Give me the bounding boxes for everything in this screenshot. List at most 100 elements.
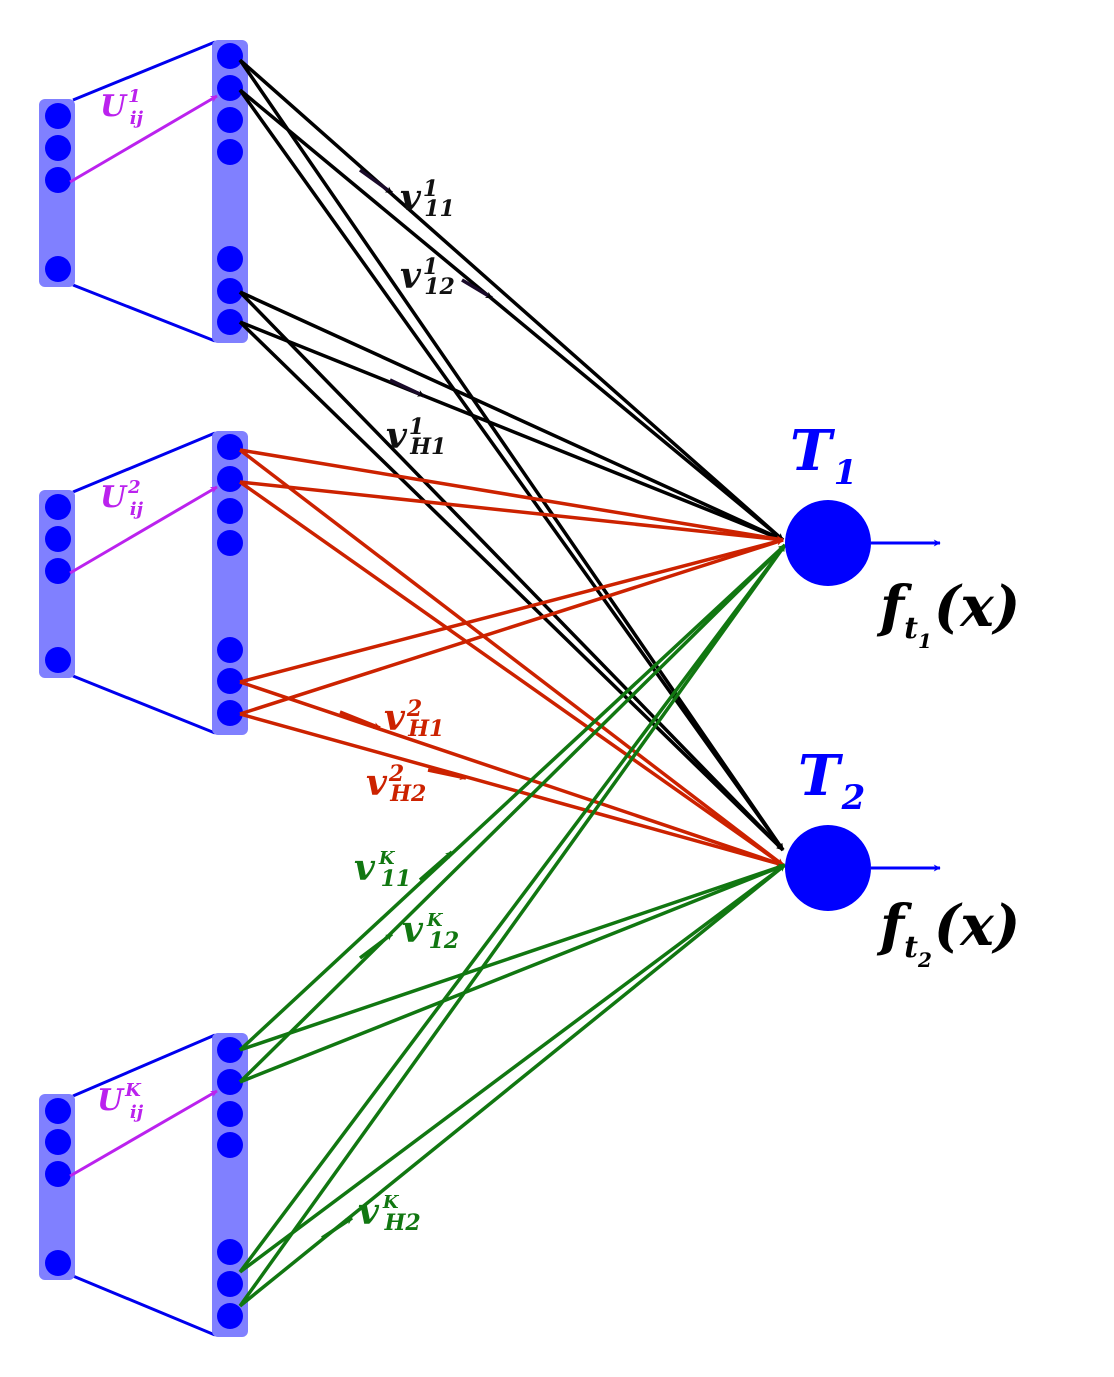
connection-edge [238, 88, 785, 542]
block-1-connections [238, 58, 785, 852]
connection-edge [238, 543, 787, 1084]
block-K-connections [238, 543, 787, 1308]
connection-edge [239, 480, 784, 543]
connection-edge [239, 712, 784, 867]
input-node [45, 1129, 71, 1155]
connection-edge [239, 680, 784, 867]
frame-line [72, 283, 216, 343]
block-2-midpoint-arrows [339, 710, 467, 781]
hidden-node [217, 309, 243, 335]
hidden-node [217, 700, 243, 726]
hidden-node [217, 1132, 243, 1158]
hidden-node [217, 668, 243, 694]
hidden-node [217, 278, 243, 304]
input-node [45, 256, 71, 282]
inner-weight-arrow [69, 94, 218, 184]
connection-edge [238, 320, 785, 852]
hidden-node [217, 466, 243, 492]
edge-direction-arrow [461, 278, 493, 300]
hidden-node [217, 107, 243, 133]
edge-direction-arrow [389, 378, 425, 398]
hidden-node [217, 1303, 243, 1329]
connection-edge [238, 290, 785, 852]
hidden-node [217, 1271, 243, 1297]
input-node [45, 1098, 71, 1124]
block-2-connections [238, 448, 785, 867]
hidden-node [217, 1239, 243, 1265]
task-label: T1 [790, 418, 857, 493]
connection-edge [239, 538, 784, 716]
edge-direction-arrow [358, 168, 394, 195]
frame-line [72, 1033, 216, 1098]
task-node-T1: T1 ft1(x) [785, 418, 1020, 653]
connection-edge [238, 543, 787, 1308]
connection-edge [238, 59, 785, 851]
input-node [45, 167, 71, 193]
task-label: T2 [798, 743, 865, 818]
frame-line [72, 40, 216, 102]
frame-line [72, 674, 216, 735]
inner-weight-arrow [69, 1089, 218, 1178]
task-output-node [785, 825, 871, 911]
hidden-node [217, 75, 243, 101]
hidden-node [217, 637, 243, 663]
edge-direction-arrow [321, 1216, 353, 1240]
hidden-node [217, 43, 243, 69]
input-node [45, 647, 71, 673]
connection-edge [239, 863, 786, 1084]
connection-edge [239, 863, 786, 1052]
input-node [45, 103, 71, 129]
frame-line [72, 431, 216, 494]
connection-edge [238, 448, 785, 867]
task-output-node [785, 500, 871, 586]
connection-edge [238, 58, 785, 542]
input-node [45, 1161, 71, 1187]
input-node [45, 494, 71, 520]
connection-edge [239, 538, 784, 684]
hidden-node [217, 139, 243, 165]
input-node [45, 526, 71, 552]
block-1-midpoint-arrows [358, 168, 493, 398]
input-node [45, 135, 71, 161]
hidden-node [217, 434, 243, 460]
connection-edge [238, 863, 787, 1274]
hidden-node [217, 1037, 243, 1063]
task-node-T2: T2 ft2(x) [785, 743, 1020, 972]
block-K-midpoint-arrows [321, 850, 454, 1240]
connection-edge [238, 543, 787, 1274]
inner-weight-arrow [69, 485, 218, 575]
connection-edge [238, 543, 787, 1052]
connection-edge [238, 863, 787, 1308]
task-output-label: ft1(x) [876, 574, 1020, 653]
edge-direction-arrow [418, 850, 454, 882]
connection-edge [238, 88, 785, 852]
connection-edge [238, 480, 785, 867]
connection-edge [239, 290, 784, 542]
hidden-node [217, 246, 243, 272]
edge-direction-arrow [358, 932, 394, 960]
hidden-node [217, 530, 243, 556]
edge-direction-arrow [339, 710, 381, 730]
frame-line [72, 1274, 216, 1337]
input-node [45, 1250, 71, 1276]
connection-edge [239, 448, 784, 543]
hidden-node [217, 498, 243, 524]
hidden-node [217, 1069, 243, 1095]
input-node [45, 558, 71, 584]
task-output-label: ft2(x) [876, 893, 1020, 972]
